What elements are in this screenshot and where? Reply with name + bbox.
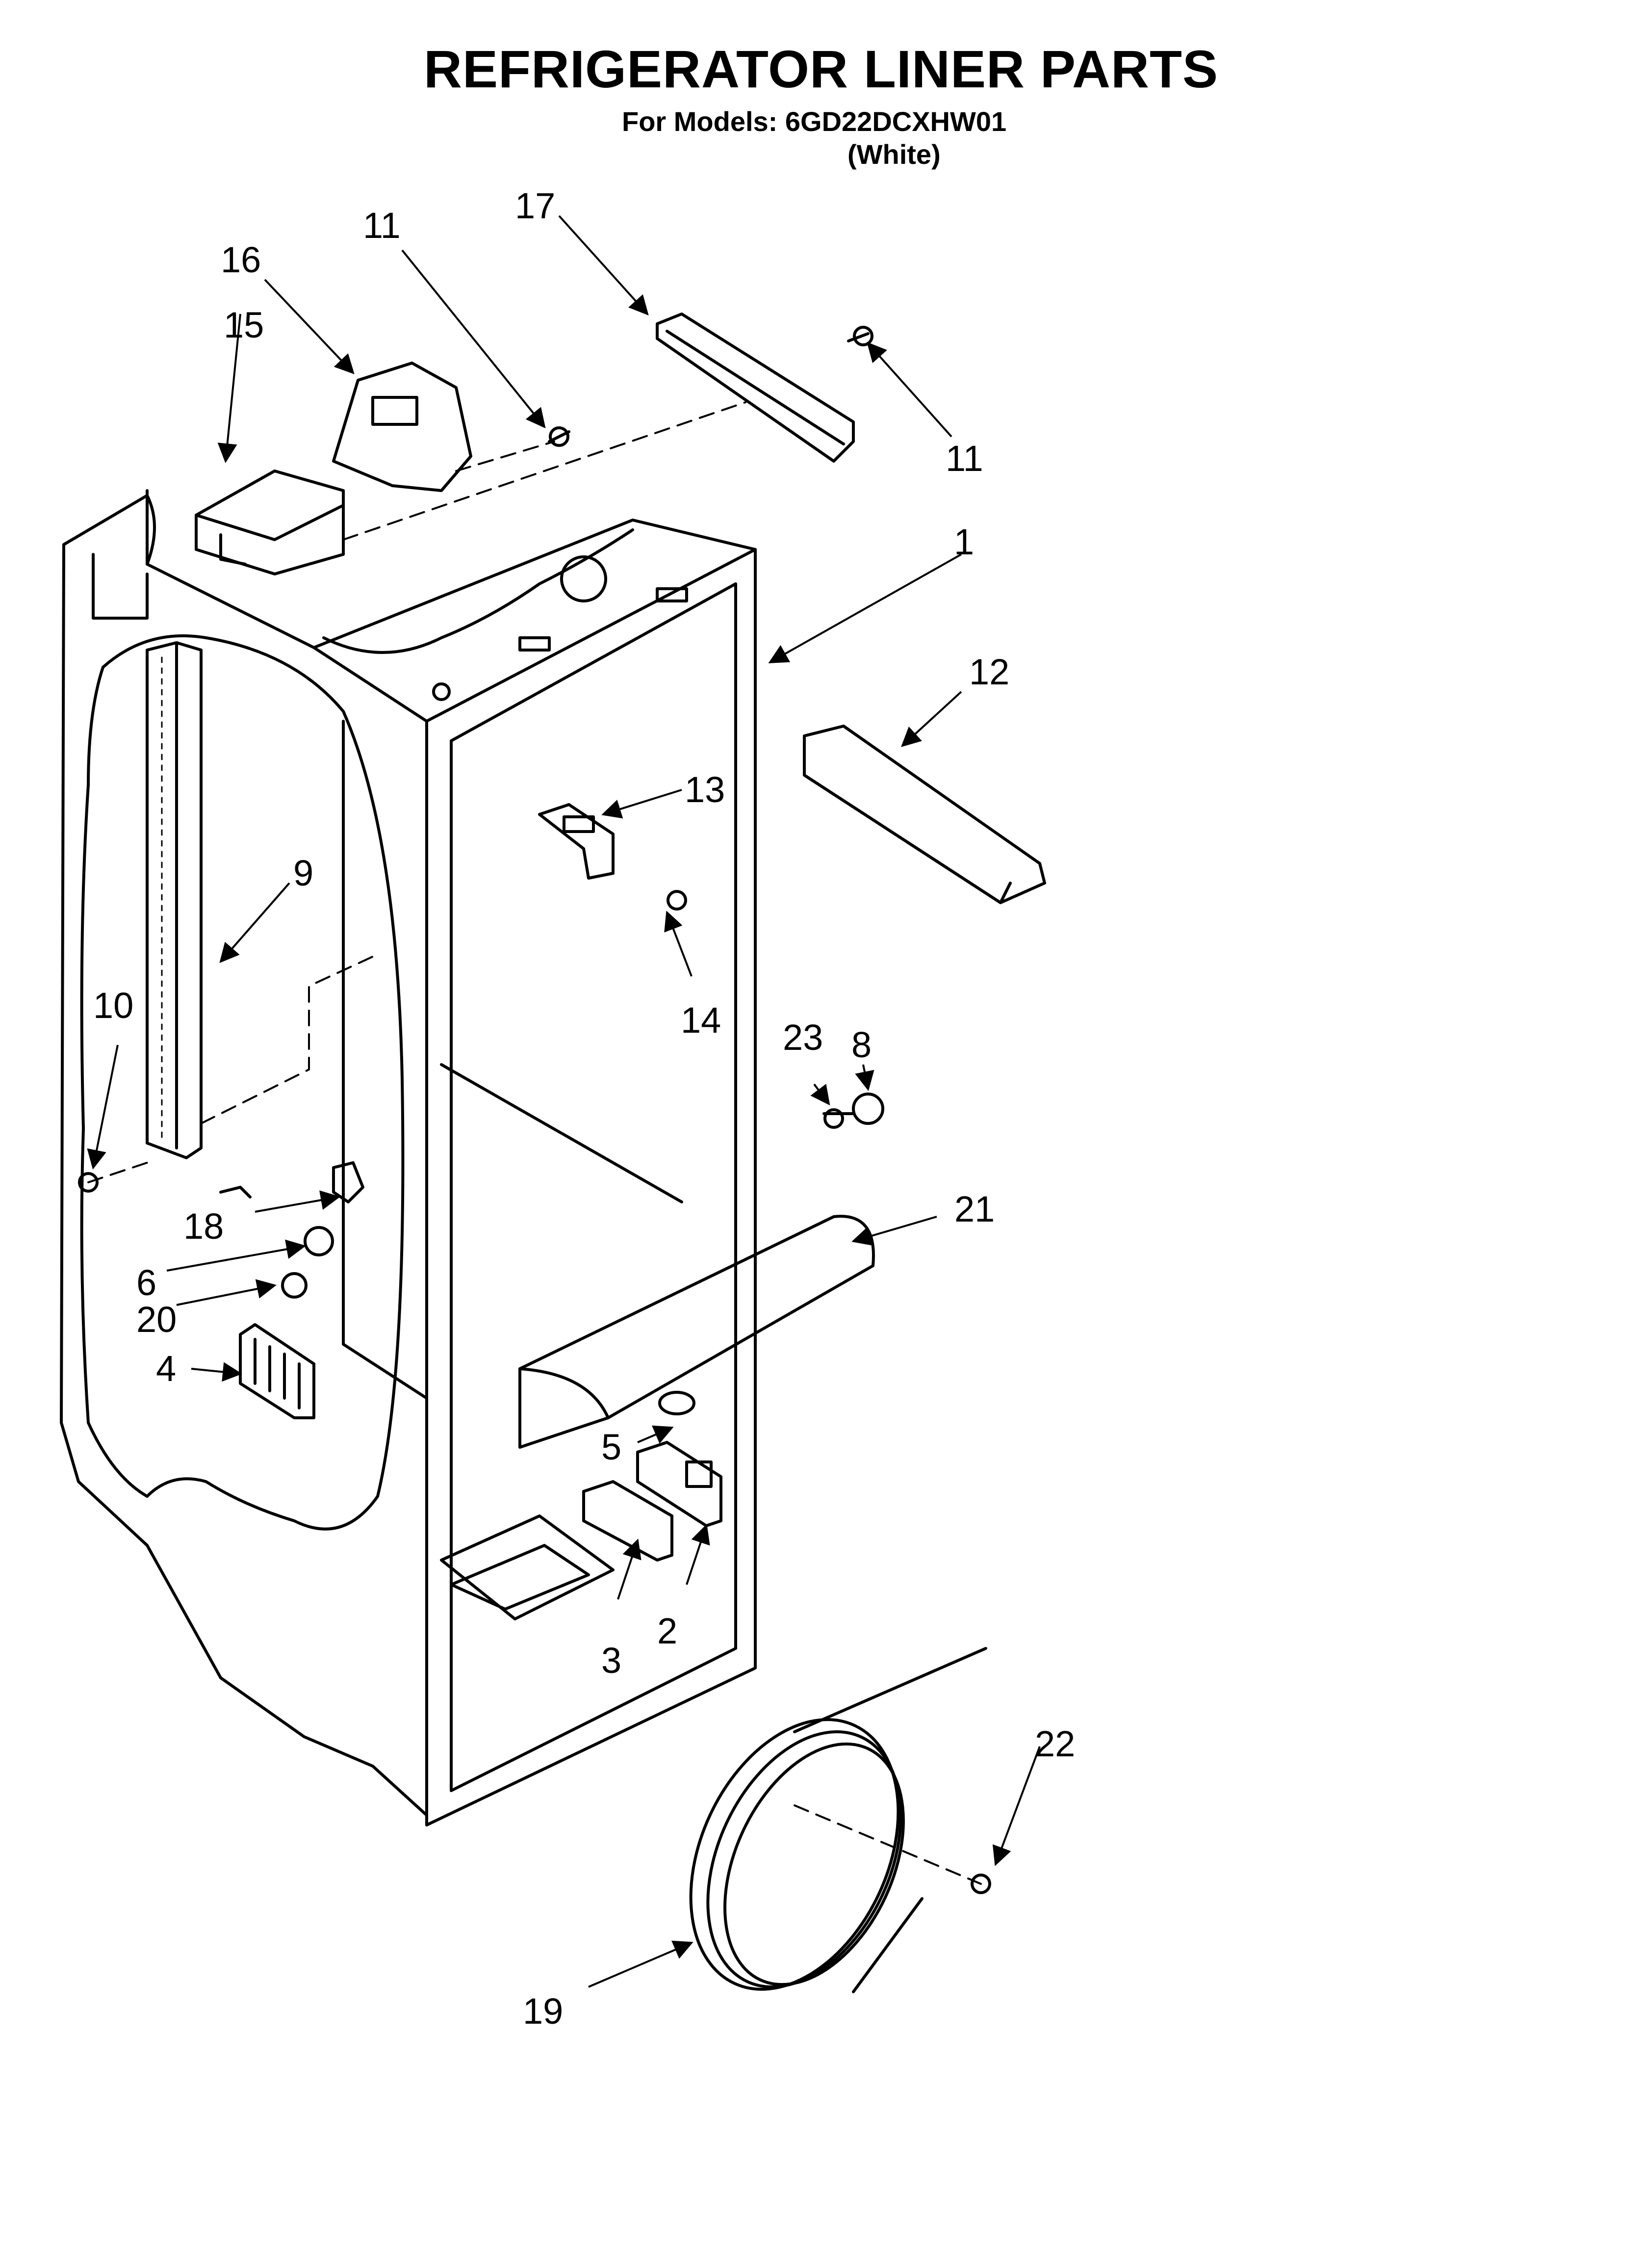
callout-19: 19 — [523, 1991, 563, 2032]
alignment-lines — [87, 401, 982, 1885]
page-title: REFRIGERATOR LINER PARTS — [423, 39, 1219, 99]
callout-5: 5 — [601, 1427, 621, 1467]
callout-1: 1 — [954, 521, 974, 562]
part-19-water-tubing — [689, 1647, 987, 1993]
callout-10: 10 — [93, 985, 133, 1026]
callout-14: 14 — [681, 1000, 721, 1041]
callout-4: 4 — [156, 1348, 176, 1389]
callout-11-right: 11 — [946, 438, 983, 479]
part-23-screw-head — [823, 1108, 844, 1129]
callout-labels: 1 2 3 4 5 6 8 9 10 11 11 12 13 14 15 16 … — [93, 185, 1075, 2032]
part-9-shelf-rail — [146, 641, 203, 1159]
callout-16: 16 — [221, 239, 261, 280]
callout-17: 17 — [515, 185, 555, 226]
color-note: (White) — [847, 139, 941, 170]
leader-lines — [87, 215, 1041, 1988]
callout-20: 20 — [136, 1299, 177, 1340]
part-17-top-rail — [656, 313, 855, 463]
callout-22: 22 — [1035, 1723, 1075, 1764]
callout-13: 13 — [685, 769, 725, 810]
callout-18: 18 — [183, 1206, 224, 1247]
part-15-light-housing — [195, 469, 345, 575]
part-18-control — [219, 1161, 364, 1203]
callout-8: 8 — [851, 1024, 872, 1065]
callout-9: 9 — [293, 853, 313, 893]
callout-23: 23 — [783, 1017, 823, 1058]
part-4-grille — [239, 1323, 315, 1419]
screw-parts — [78, 326, 991, 1894]
callout-15: 15 — [224, 305, 264, 345]
part-12-support — [803, 725, 1046, 904]
callout-2: 2 — [657, 1611, 677, 1651]
part-8-cap — [852, 1093, 884, 1125]
callout-3: 3 — [601, 1640, 621, 1681]
part-21-crisper-cover — [518, 1215, 875, 1449]
part-16-light-shield — [332, 362, 472, 492]
part-20-bulb — [281, 1272, 308, 1299]
callout-21: 21 — [954, 1189, 995, 1229]
part-6-knob — [304, 1226, 334, 1256]
callout-6: 6 — [136, 1262, 156, 1303]
part-3-bracket — [582, 1480, 673, 1562]
model-subtitle: For Models: 6GD22DCXHW01 — [622, 106, 1007, 137]
callout-11-top: 11 — [363, 205, 401, 246]
liner-shell — [60, 489, 757, 1826]
part-13-bracket — [538, 803, 615, 880]
part-2-bracket — [636, 1441, 722, 1527]
callout-12: 12 — [969, 652, 1009, 692]
part-5-plug — [658, 1391, 695, 1415]
